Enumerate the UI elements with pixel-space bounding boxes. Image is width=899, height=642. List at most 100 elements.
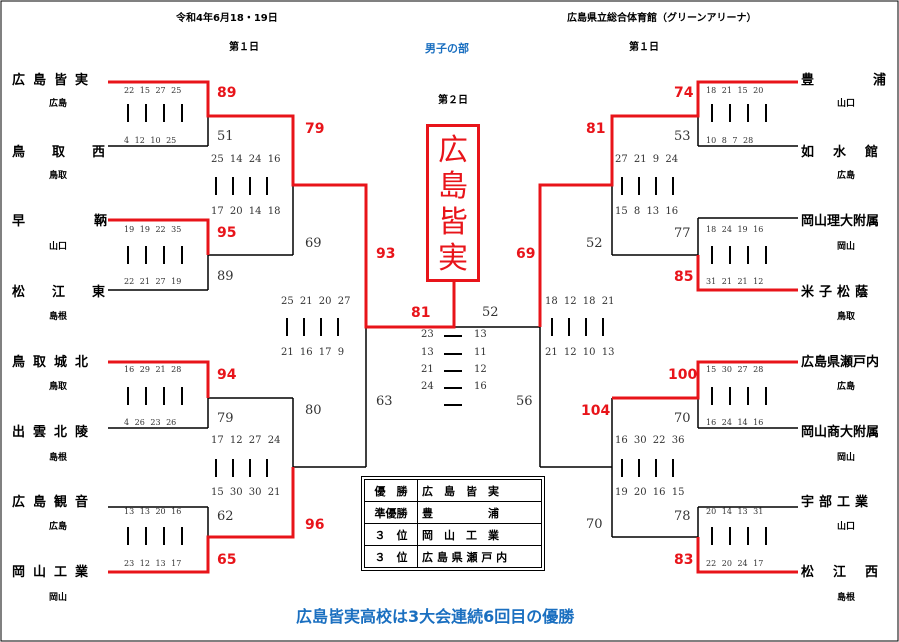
period-scores: 31 21 21 12 bbox=[706, 277, 764, 286]
period-scores: 15 8 13 16 bbox=[615, 206, 679, 217]
left-team-8-pref: 岡山 bbox=[49, 593, 68, 603]
right-team-5: 広島県瀬戸内 bbox=[801, 355, 880, 370]
game-score: 53 bbox=[674, 129, 691, 144]
period-scores: 21 16 17 9 bbox=[281, 347, 345, 358]
left-team-7: 広島観音 bbox=[12, 495, 97, 510]
bracket-black-lines bbox=[108, 116, 798, 538]
period-scores: 21 12 10 13 bbox=[545, 347, 615, 358]
rank-cell: ３ 位 bbox=[364, 545, 418, 568]
period-scores: 17 12 27 24 bbox=[211, 435, 281, 446]
period-scores: 27 21 9 24 bbox=[615, 154, 679, 165]
period-scores: 16 29 21 28 bbox=[124, 365, 182, 374]
rank-cell: 準優勝 bbox=[364, 501, 418, 524]
final-period-right: 12 bbox=[474, 364, 487, 375]
game-score: 104 bbox=[581, 403, 611, 419]
game-score: 79 bbox=[217, 411, 234, 426]
game-score: 77 bbox=[674, 226, 691, 241]
game-score: 70 bbox=[674, 411, 691, 426]
final-period-right: 16 bbox=[474, 381, 487, 392]
final-period-right: 11 bbox=[474, 347, 487, 358]
period-scores: 18 12 18 21 bbox=[545, 296, 615, 307]
right-team-5-pref: 広島 bbox=[837, 382, 856, 392]
period-scores: 25 21 20 27 bbox=[281, 296, 351, 307]
game-score: 95 bbox=[217, 225, 237, 241]
period-scores: 10 8 7 28 bbox=[706, 136, 754, 145]
left-team-3-pref: 山口 bbox=[49, 242, 68, 252]
game-score: 65 bbox=[217, 552, 237, 568]
left-team-5: 鳥取城北 bbox=[12, 355, 97, 370]
day2-label: 第２日 bbox=[438, 95, 468, 106]
game-score: 89 bbox=[217, 269, 234, 284]
left-team-8: 岡山工業 bbox=[12, 565, 97, 580]
game-score: 70 bbox=[586, 517, 603, 532]
day1-left-label: 第１日 bbox=[229, 42, 259, 53]
right-team-3: 岡山理大附属 bbox=[801, 214, 880, 229]
game-score: 85 bbox=[674, 269, 694, 285]
left-team-1: 広島皆実 bbox=[12, 73, 97, 88]
final-score-right: 52 bbox=[482, 305, 499, 320]
final-period-left: 21 bbox=[421, 364, 434, 375]
game-score: 81 bbox=[586, 121, 606, 137]
table-row: 優 勝広 島 皆 実 bbox=[364, 479, 542, 502]
right-team-2-pref: 広島 bbox=[837, 171, 856, 181]
left-team-2: 鳥取西 bbox=[12, 145, 133, 160]
game-score: 94 bbox=[217, 367, 237, 383]
division-title: 男子の部 bbox=[425, 42, 469, 55]
game-score: 96 bbox=[305, 517, 325, 533]
team-cell: 豊 浦 bbox=[417, 501, 542, 524]
right-team-8: 松江西 bbox=[801, 565, 898, 580]
game-score: 51 bbox=[217, 129, 234, 144]
left-team-4: 松江東 bbox=[12, 285, 133, 300]
final-score-left: 81 bbox=[411, 305, 431, 321]
period-scores: 18 24 19 16 bbox=[706, 225, 764, 234]
game-score: 78 bbox=[674, 509, 691, 524]
right-team-4: 米子松蔭 bbox=[801, 285, 874, 300]
period-scores: 15 30 30 21 bbox=[211, 487, 281, 498]
game-score: 52 bbox=[586, 236, 603, 251]
period-scores: 22 21 27 19 bbox=[124, 277, 182, 286]
period-scores: 22 15 27 25 bbox=[124, 86, 182, 95]
period-scores: 20 14 13 31 bbox=[706, 507, 764, 516]
left-team-7-pref: 広島 bbox=[49, 522, 68, 532]
team-cell: 広 島 皆 実 bbox=[417, 479, 542, 502]
footer-caption: 広島皆実高校は3大会連続6回目の優勝 bbox=[296, 607, 575, 626]
team-cell: 岡 山 工 業 bbox=[417, 523, 542, 546]
game-score: 100 bbox=[668, 367, 698, 383]
period-scores: 16 24 14 16 bbox=[706, 418, 764, 427]
game-score: 93 bbox=[376, 246, 396, 262]
right-team-7: 宇部工業 bbox=[801, 495, 874, 510]
period-scores: 25 14 24 16 bbox=[211, 154, 281, 165]
right-team-6: 岡山商大附属 bbox=[801, 425, 880, 440]
period-scores: 19 19 22 35 bbox=[124, 225, 182, 234]
left-team-2-pref: 鳥取 bbox=[49, 171, 68, 181]
final-period-left: 13 bbox=[421, 347, 434, 358]
period-scores: 15 30 27 28 bbox=[706, 365, 764, 374]
left-team-4-pref: 島根 bbox=[49, 312, 68, 322]
event-venue: 広島県立総合体育館（グリーンアリーナ） bbox=[567, 13, 757, 24]
game-score: 74 bbox=[674, 85, 694, 101]
final-period-right: 13 bbox=[474, 329, 487, 340]
left-team-1-pref: 広島 bbox=[49, 99, 68, 109]
event-date: 令和4年6月18・19日 bbox=[176, 13, 278, 24]
game-score: 79 bbox=[305, 121, 325, 137]
game-score: 80 bbox=[305, 403, 322, 418]
period-scores: 4 26 23 26 bbox=[124, 418, 177, 427]
right-team-2: 如水館 bbox=[801, 145, 898, 160]
period-scores: 18 21 15 20 bbox=[706, 86, 764, 95]
period-scores: 22 20 24 17 bbox=[706, 559, 764, 568]
right-team-1-pref: 山口 bbox=[837, 99, 856, 109]
right-team-8-pref: 島根 bbox=[837, 593, 856, 603]
period-scores: 13 13 20 16 bbox=[124, 507, 182, 516]
period-scores: 17 20 14 18 bbox=[211, 206, 281, 217]
right-team-6-pref: 岡山 bbox=[837, 453, 856, 463]
day1-right-label: 第１日 bbox=[629, 42, 659, 53]
final-period-left: 23 bbox=[421, 329, 434, 340]
left-team-6: 出雲北陵 bbox=[12, 425, 97, 440]
table-row: 準優勝豊 浦 bbox=[364, 501, 542, 524]
right-team-7-pref: 山口 bbox=[837, 522, 856, 532]
right-team-4-pref: 鳥取 bbox=[837, 312, 856, 322]
table-row: ３ 位岡 山 工 業 bbox=[364, 523, 542, 546]
